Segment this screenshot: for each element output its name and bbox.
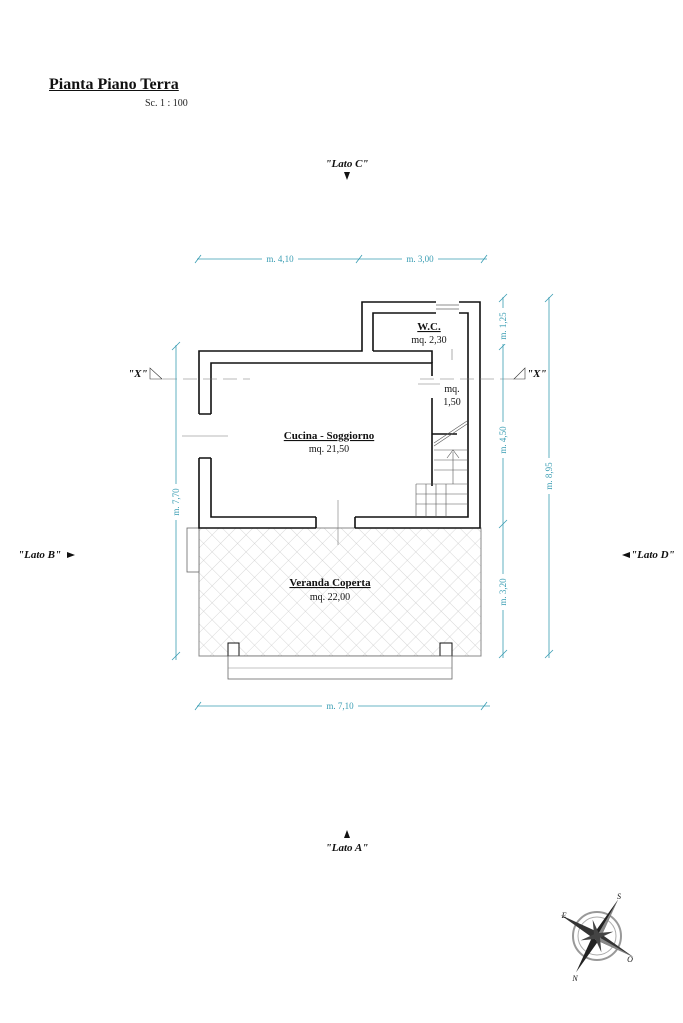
drawing-scale: Sc. 1 : 100: [145, 98, 188, 109]
side-ledge: [186, 527, 200, 573]
compass-n: N: [571, 974, 578, 983]
dim-right-2: m. 4,50: [498, 426, 508, 454]
dim-right-3: m. 3,20: [498, 578, 508, 606]
dim-top-right: m. 3,00: [406, 254, 434, 264]
side-label-a: "Lato A": [326, 842, 369, 854]
room-name-kitchen: Cucina - Soggiorno: [284, 430, 375, 442]
veranda: [186, 527, 482, 680]
arrow-icon: [622, 552, 630, 558]
compass-rose-icon: S E O N: [561, 892, 634, 983]
room-name-wc: W.C.: [417, 321, 441, 333]
room-area-hall-2: 1,50: [443, 397, 461, 408]
room-area-veranda: mq. 22,00: [310, 592, 350, 603]
dim-top-left: m. 4,10: [266, 254, 294, 264]
arrow-icon: [67, 552, 75, 558]
stairs: [415, 420, 468, 517]
dim-bottom: m. 7,10: [326, 701, 354, 711]
arrow-icon: [344, 172, 350, 180]
compass-s: S: [617, 892, 621, 901]
arrow-icon: [344, 830, 350, 838]
section-label-left: "X": [128, 368, 148, 380]
step: [227, 655, 453, 680]
side-label-d: "Lato D": [631, 549, 675, 561]
dim-right-1: m. 1,25: [498, 312, 508, 340]
room-area-kitchen: mq. 21,50: [309, 444, 349, 455]
room-name-veranda: Veranda Coperta: [289, 577, 371, 589]
window-top: [436, 304, 459, 310]
drawing-title: Pianta Piano Terra: [49, 76, 179, 93]
pillar: [227, 642, 240, 657]
side-label-c: "Lato C": [325, 158, 368, 170]
section-label-right: "X": [527, 368, 547, 380]
walls: [198, 301, 481, 529]
dim-right-total: m. 8,95: [544, 462, 554, 490]
dim-left: m. 7,70: [171, 488, 181, 516]
pillar: [439, 642, 453, 657]
compass-e: E: [561, 911, 567, 920]
room-area-hall-1: mq.: [444, 384, 459, 395]
room-area-wc: mq. 2,30: [411, 335, 446, 346]
compass-o: O: [627, 955, 633, 964]
side-label-b: "Lato B": [18, 549, 61, 561]
